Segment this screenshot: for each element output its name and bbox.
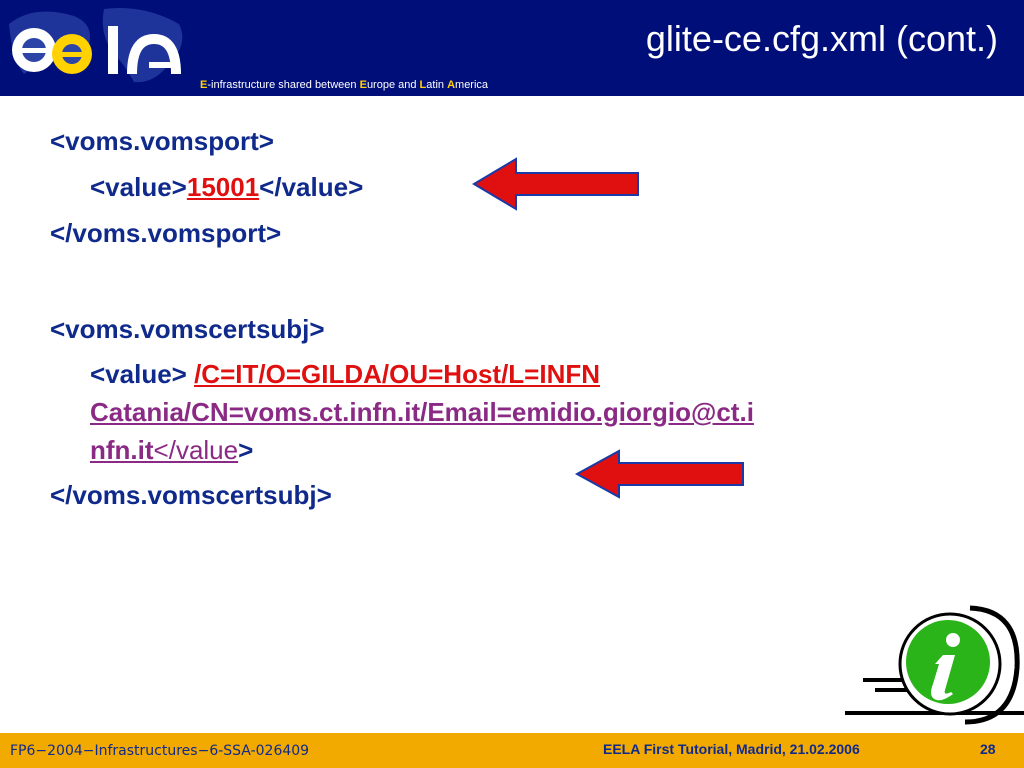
vomsport-value-line: <value>15001</value> [50,164,754,210]
value-close-tag-2[interactable]: </value [153,435,239,465]
left-arrow-icon [472,157,639,211]
cert-line-1: <value> /C=IT/O=GILDA/OU=Host/L=INFN [90,352,754,390]
footer-project-code: FP6−2004−Infrastructures−6-SSA-026409 [10,743,310,759]
vomsport-close-tag: </voms.vomsport> [50,218,282,248]
cert-part-3[interactable]: nfn.it [90,435,154,465]
tagline-part1: -infrastructure shared between [207,79,360,91]
tagline-e: E [200,79,208,91]
tagline-eu: E [359,79,367,91]
certsubj-open-tag: <voms.vomscertsubj> [50,314,325,344]
slide-title: glite-ce.cfg.xml (cont.) [645,18,998,59]
value-close-tag: </value> [259,172,364,202]
vomsport-open-tag: <voms.vomsport> [50,126,274,156]
tagline: E-infrastructure shared between Europe a… [200,79,488,91]
cert-line-2: Catania/CN=voms.ct.infn.it/Email=emidio.… [90,390,754,428]
value-open-tag-2: <value> [90,359,195,389]
port-value: 15001 [186,172,260,202]
cert-part-1: /C=IT/O=GILDA/OU=Host/L=INFN [194,359,601,389]
cert-part-2[interactable]: Catania/CN=voms.ct.infn.it/Email=emidio.… [90,397,754,427]
tagline-l: L [419,79,427,91]
page-number: 28 [980,741,996,757]
left-arrow-icon [574,449,744,499]
header-bar: glite-ce.cfg.xml (cont.) E-infrastructur… [0,0,1024,96]
value-open-tag: <value> [90,172,187,202]
slide-body: <voms.vomsport> <value>15001</value> </v… [50,118,754,518]
info-icon [845,605,1024,725]
tagline-part2: urope and [366,79,420,91]
gt-symbol: > [238,435,254,465]
blank-line [50,256,754,302]
tagline-part4: merica [455,79,489,91]
certsubj-value-block: <value> /C=IT/O=GILDA/OU=Host/L=INFN Cat… [50,352,754,472]
eela-logo [9,8,183,83]
footer-event: EELA First Tutorial, Madrid, 21.02.2006 [603,741,860,757]
cert-line-3: nfn.it</value> [90,428,754,472]
tagline-part3: atin [426,79,448,91]
tagline-a: A [447,79,456,91]
certsubj-close-tag: </voms.vomscertsubj> [50,480,332,510]
footer-bar: FP6−2004−Infrastructures−6-SSA-026409 EE… [0,733,1024,768]
